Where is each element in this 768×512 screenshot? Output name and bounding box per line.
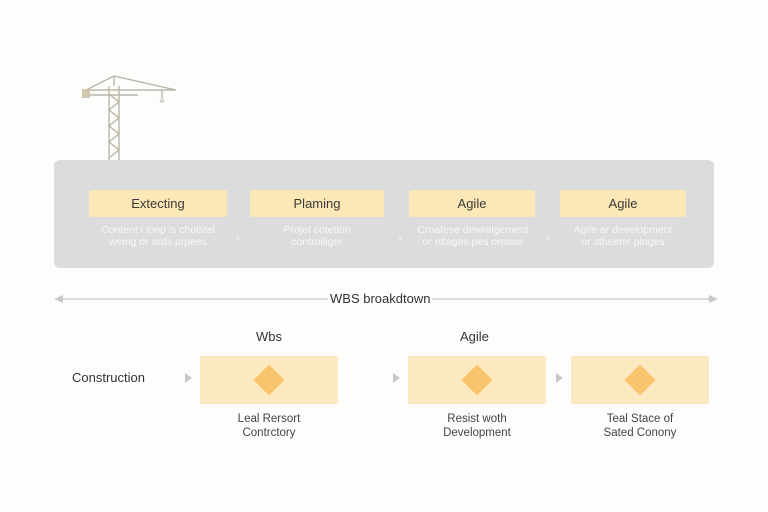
phase-desc-4-line-1: Agile ar development — [573, 224, 673, 236]
phase-desc-3-line-2: or eltages pes orowar — [422, 236, 524, 248]
phase-desc-2-line-2: controlliger — [291, 236, 343, 248]
task-box-1 — [200, 356, 338, 404]
diamond-icon — [253, 364, 285, 396]
phase-box-3: Agile — [409, 190, 535, 217]
phase-box-4: Agile — [560, 190, 686, 217]
phase-panel: Extecting Content i lonp is cholstel wei… — [54, 160, 714, 268]
phase-label-1: Extecting — [131, 196, 185, 211]
task-box-3 — [571, 356, 709, 404]
phase-label-3: Agile — [457, 196, 487, 211]
arrow-right-icon — [185, 373, 192, 383]
task-caption-1: Leal Rersort Contrctory — [200, 412, 338, 440]
task-caption-1-line-2: Contrctory — [242, 427, 296, 439]
phase-desc-4: Agile ar development or stheerie ploges — [558, 224, 688, 248]
task-caption-2-line-1: Resist woth — [447, 413, 507, 425]
phase-desc-2-line-1: Projet cotetion — [283, 224, 351, 236]
chevron-right-icon: › — [546, 230, 550, 244]
phase-desc-4-line-2: or stheerie ploges — [581, 236, 665, 248]
arrow-right-icon — [556, 373, 563, 383]
diamond-icon — [461, 364, 493, 396]
task-box-2 — [408, 356, 546, 404]
chevron-right-icon: › — [236, 230, 240, 244]
chevron-right-icon: › — [398, 230, 402, 244]
task-caption-3: Teal Stace of Sated Conony — [571, 412, 709, 440]
task-caption-3-line-2: Sated Conony — [603, 427, 677, 439]
phase-box-1: Extecting — [89, 190, 227, 217]
phase-desc-3: Croafese dewralgement or eltages pes oro… — [408, 224, 538, 248]
phase-label-4: Agile — [608, 196, 638, 211]
diamond-icon — [624, 364, 656, 396]
column-heading-1: Wbs — [256, 329, 282, 344]
column-heading-2: Agile — [460, 329, 489, 344]
phase-desc-2: Projet cotetion controlliger — [250, 224, 384, 248]
task-caption-2-line-2: Development — [443, 427, 511, 439]
arrow-right-icon — [393, 373, 400, 383]
crane-icon — [82, 75, 177, 162]
phase-desc-1-line-1: Content i lonp is cholstel — [101, 224, 215, 236]
row-label: Construction — [72, 370, 145, 385]
phase-box-2: Plaming — [250, 190, 384, 217]
phase-desc-1: Content i lonp is cholstel weing or ards… — [82, 224, 234, 248]
timeline-label: WBS broakdtown — [328, 291, 433, 306]
task-caption-2: Resist woth Development — [408, 412, 546, 440]
task-caption-1-line-1: Leal Rersort — [237, 413, 301, 425]
task-caption-3-line-1: Teal Stace of — [606, 413, 674, 425]
phase-desc-3-line-1: Croafese dewralgement — [417, 224, 529, 236]
phase-label-2: Plaming — [293, 196, 341, 211]
phase-desc-1-line-2: weing or ards prpees — [108, 236, 208, 248]
